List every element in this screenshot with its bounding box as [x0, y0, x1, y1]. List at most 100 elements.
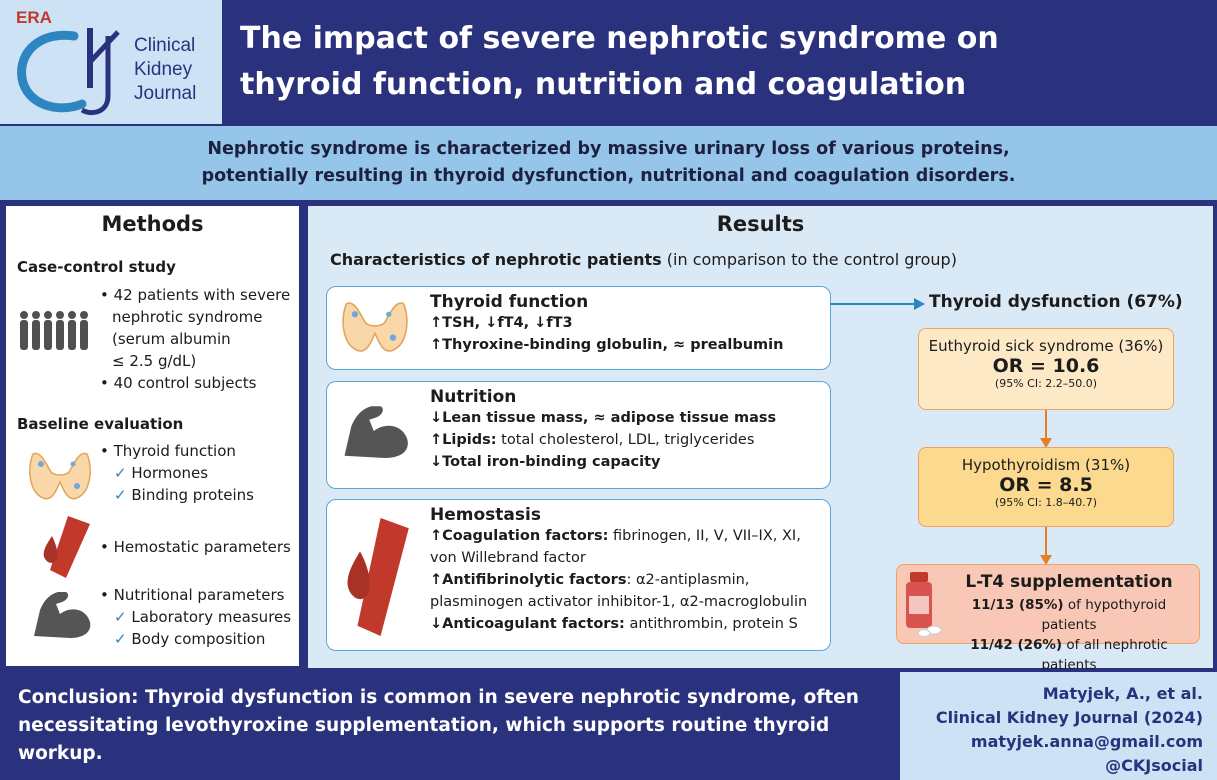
nutrition-title: Nutrition [430, 387, 517, 407]
nutrition-line-bold: ↑Lipids: [430, 432, 497, 448]
hemostasis-title: Hemostasis [430, 505, 541, 525]
list-item: • Nutritional parameters [100, 586, 285, 604]
list-item: ≤ 2.5 g/dL) [112, 352, 197, 370]
hemostasis-line: ↑Antifibrinolytic factors: α2-antiplasmi… [430, 569, 807, 591]
hemostasis-line-rest: fibrinogen, II, V, VII–IX, XI, [608, 528, 801, 544]
citation-journal: Clinical Kidney Journal (2024) [935, 708, 1203, 727]
title-panel [222, 0, 1217, 124]
citation-author: Matyjek, A., et al. [1042, 684, 1203, 703]
journal-line: Clinical [134, 35, 196, 56]
check-icon: ✓ [114, 464, 127, 482]
euthyroid-label: Euthyroid sick syndrome (36%) [928, 337, 1164, 355]
title-line: The impact of severe nephrotic syndrome … [240, 21, 999, 56]
era-logo: ERA [16, 8, 52, 27]
blood-vessel-icon [43, 516, 90, 578]
check-icon: ✓ [114, 630, 127, 648]
hypothyroidism-label: Hypothyroidism (31%) [961, 456, 1131, 474]
lt4-line: 11/13 (85%) of hypothyroid patients [944, 595, 1194, 635]
list-item: ✓ Binding proteins [100, 484, 300, 506]
results-title: Results [716, 212, 805, 236]
euthyroid-ci: (95% CI: 2.2–50.0) [994, 377, 1098, 390]
lt4-title: L-T4 supplementation [965, 572, 1173, 592]
journal-name: Clinical Kidney Journal [134, 34, 196, 106]
baseline-heading: Baseline evaluation [17, 415, 184, 433]
methods-panel [6, 206, 299, 666]
list-item: • 42 patients with severe [100, 286, 291, 304]
lt4-line: 11/42 (26%) of all nephrotic patients [944, 635, 1194, 675]
hypothyroidism-box: Hypothyroidism (31%) OR = 8.5 (95% CI: 1… [918, 447, 1174, 527]
citation-email-link[interactable]: matyjek.anna@gmail.com [970, 732, 1203, 751]
hemostasis-line-bold: ↓Anticoagulant factors: [430, 616, 625, 632]
journal-line: Journal [134, 83, 197, 104]
lt4-line-rest: of all nephrotic patients [1041, 637, 1168, 673]
intro-line: potentially resulting in thyroid dysfunc… [201, 166, 1016, 186]
nutrition-line: ↓Lean tissue mass, ≈ adipose tissue mass [430, 410, 777, 426]
check-icon: ✓ [114, 486, 127, 504]
arrow-down-icon [1040, 410, 1052, 448]
citation-panel: Matyjek, A., et al. Clinical Kidney Jour… [900, 670, 1217, 780]
hemostasis-line-rest: antithrombin, protein S [624, 616, 798, 632]
intro-band: Nephrotic syndrome is characterized by m… [0, 124, 1217, 200]
nutrition-content: Nutrition ↓Lean tissue mass, ≈ adipose t… [430, 387, 776, 473]
list-item-label: Hormones [131, 464, 209, 482]
hemostasis-content: Hemostasis ↑Coagulation factors: fibrino… [430, 505, 807, 635]
conclusion-panel [0, 670, 900, 780]
hemostasis-line: ↑Coagulation factors: fibrinogen, II, V,… [430, 525, 807, 547]
nutrition-line: ↓Total iron-binding capacity [430, 454, 661, 470]
hemostasis-line: plasminogen activator inhibitor-1, α2-ma… [430, 594, 808, 610]
blood-vessel-icon [347, 518, 409, 636]
thyroid-dysfunction-title: Thyroid dysfunction (67%) [929, 292, 1183, 312]
people-group-icon [20, 311, 88, 350]
hemostasis-line: von Willebrand factor [430, 550, 586, 566]
conclusion-line: workup. [18, 743, 103, 764]
thyroid-icon [342, 302, 408, 352]
list-item: ✓ Body composition [100, 628, 300, 650]
title-line: thyroid function, nutrition and coagulat… [240, 67, 967, 102]
hypothyroidism-ci: (95% CI: 1.8–40.7) [994, 496, 1098, 509]
muscle-arm-icon [344, 406, 408, 458]
subtitle-bold: Characteristics of nephrotic patients [330, 250, 662, 269]
page-title: The impact of severe nephrotic syndrome … [240, 16, 1200, 108]
thyroid-function-title: Thyroid function [430, 292, 589, 312]
thyroid-icon [29, 452, 91, 500]
nutritional-eval: • Nutritional parameters ✓ Laboratory me… [100, 584, 300, 650]
conclusion-text: Conclusion: Thyroid dysfunction is commo… [18, 684, 888, 768]
intro-text: Nephrotic syndrome is characterized by m… [109, 136, 1109, 190]
hemostasis-line-rest: : α2-antiplasmin, [626, 572, 750, 588]
conclusion-line: Conclusion: Thyroid dysfunction is commo… [18, 687, 859, 708]
thyroid-function-content: Thyroid function ↑TSH, ↓fT4, ↓fT3 ↑Thyro… [430, 292, 783, 356]
thyroid-function-box [326, 286, 831, 370]
hemostasis-line-bold: ↑Coagulation factors: [430, 528, 609, 544]
list-item: • Hemostatic parameters [100, 538, 291, 556]
lt4-line-bold: 11/42 (26%) [970, 637, 1063, 653]
lt4-content: L-T4 supplementation 11/13 (85%) of hypo… [944, 572, 1194, 675]
muscle-arm-icon [34, 592, 91, 638]
subtitle-rest: (in comparison to the control group) [661, 250, 957, 269]
list-item: nephrotic syndrome [112, 308, 263, 326]
citation-social-link[interactable]: @CKJsocial [1105, 756, 1203, 775]
case-control-heading: Case-control study [17, 258, 176, 276]
nutrition-line-rest: total cholesterol, LDL, triglycerides [496, 432, 755, 448]
euthyroid-or: OR = 10.6 [992, 355, 1100, 377]
conclusion-line: necessitating levothyroxine supplementat… [18, 715, 830, 736]
hypothyroidism-or: OR = 8.5 [999, 474, 1093, 496]
list-item: (serum albumin [112, 330, 231, 348]
intro-line: Nephrotic syndrome is characterized by m… [207, 139, 1010, 159]
list-item: ✓ Laboratory measures [100, 606, 300, 628]
list-item-label: Body composition [131, 630, 266, 648]
hemostasis-line-bold: ↑Antifibrinolytic factors [430, 572, 627, 588]
lt4-line-rest: of hypothyroid patients [1041, 597, 1167, 633]
euthyroid-box: Euthyroid sick syndrome (36%) OR = 10.6 … [918, 328, 1174, 410]
study-items: • 42 patients with severe nephrotic synd… [100, 284, 300, 394]
list-item-label: Binding proteins [131, 486, 254, 504]
thyroid-eval: • Thyroid function ✓ Hormones ✓ Binding … [100, 440, 300, 506]
thyroid-line: ↑TSH, ↓fT4, ↓fT3 [430, 315, 573, 331]
list-item: • 40 control subjects [100, 374, 257, 392]
lt4-supplementation-box [896, 564, 1200, 644]
list-item: • Thyroid function [100, 442, 236, 460]
methods-title: Methods [101, 212, 204, 236]
hemostasis-line: ↓Anticoagulant factors: antithrombin, pr… [430, 613, 807, 635]
list-item-label: Laboratory measures [131, 608, 292, 626]
medicine-bottle-icon [906, 572, 942, 637]
list-item: ✓ Hormones [100, 462, 300, 484]
